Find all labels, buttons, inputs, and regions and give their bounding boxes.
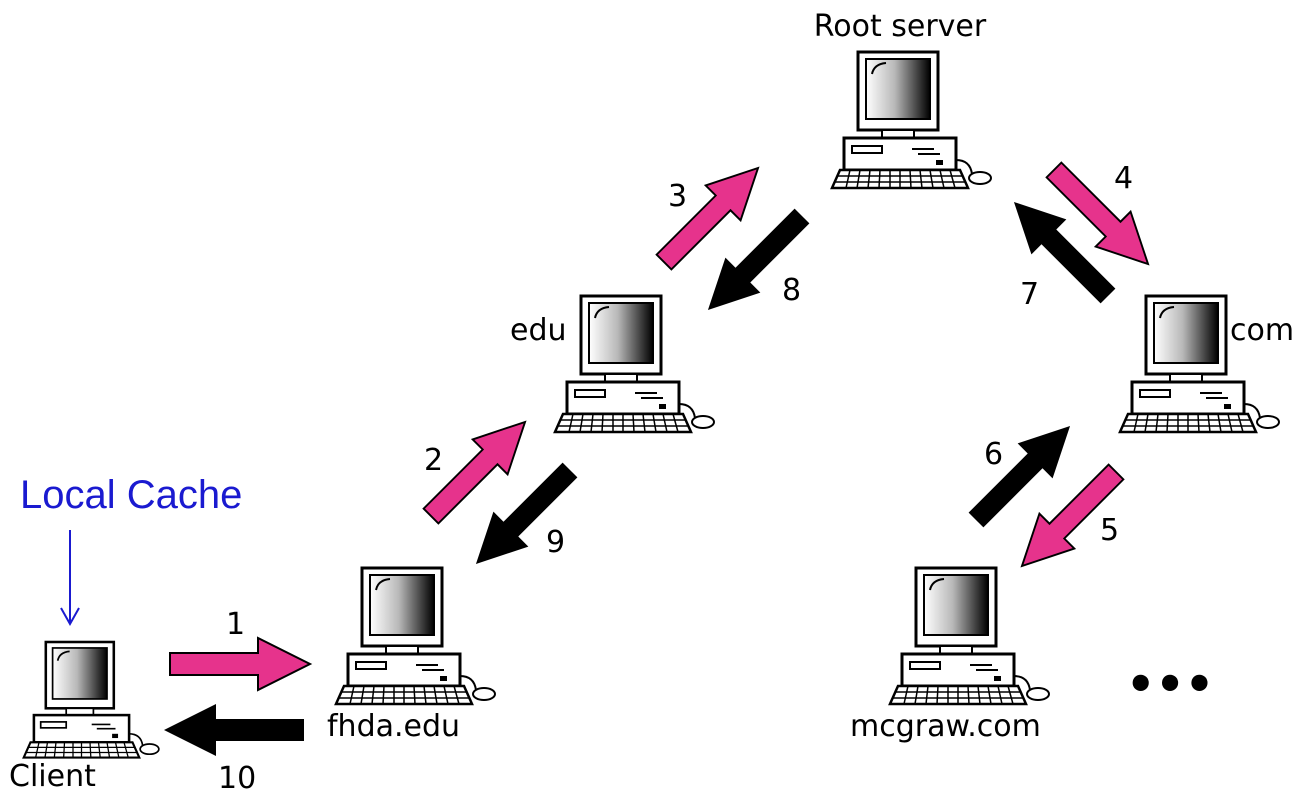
client-label: Client (9, 759, 96, 794)
client-computer-icon (22, 640, 161, 759)
step-2-label: 2 (424, 443, 443, 478)
edu-server-computer-icon (553, 294, 716, 434)
step-10-label: 10 (218, 761, 256, 796)
step-5-label: 5 (1100, 513, 1119, 548)
step-1-label: 1 (226, 607, 245, 642)
more-servers-ellipsis: ••• (1126, 657, 1214, 711)
step-1-query-arrow (169, 637, 311, 691)
mcgraw-server-computer-icon (888, 566, 1051, 706)
step-8-label: 8 (782, 273, 801, 308)
step-10-response-arrow (164, 704, 304, 756)
mcgraw-label: mcgraw.com (850, 709, 1041, 744)
step-7-label: 7 (1020, 277, 1039, 312)
local-cache-pointer-head (60, 607, 80, 627)
fhda-server-computer-icon (334, 566, 497, 706)
com-label: com (1230, 313, 1294, 348)
fhda-label: fhda.edu (327, 709, 460, 744)
edu-label: edu (510, 313, 567, 348)
root-server-label: Root server (814, 9, 987, 44)
step-4-label: 4 (1114, 161, 1133, 196)
step-3-label: 3 (668, 179, 687, 214)
local-cache-label: Local Cache (20, 473, 242, 517)
step-9-label: 9 (546, 525, 565, 560)
root-server-computer-icon (830, 50, 993, 190)
step-6-label: 6 (984, 437, 1003, 472)
